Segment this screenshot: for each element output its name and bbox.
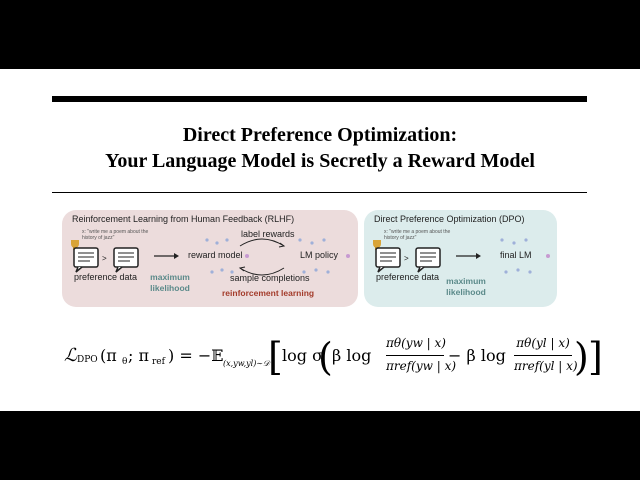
rlhf-preference-data-label: preference data: [74, 272, 138, 282]
final-lm-network-icon: [500, 238, 550, 274]
fraction-1-denominator: πref(yw | x): [386, 359, 457, 373]
dpo-panel: Direct Preference Optimization (DPO) x: …: [364, 210, 557, 307]
right-bracket: ]: [588, 335, 603, 379]
loss-symbol: ℒ: [64, 345, 77, 366]
lm-policy-network-icon: [298, 238, 350, 274]
final-lm-label: final LM: [500, 250, 532, 260]
label-rewards-arrow-icon: [239, 238, 285, 247]
fraction-1-bar: [386, 355, 444, 356]
slide: Direct Preference Optimization: Your Lan…: [0, 69, 640, 411]
paper-title-line-2: Your Language Model is Secretly a Reward…: [105, 150, 535, 172]
top-rule: [52, 96, 587, 102]
rlhf-panel: Reinforcement Learning from Human Feedba…: [62, 210, 358, 307]
expectation-subscript: (x,yw,yl)∼𝒟: [223, 359, 270, 368]
ref-subscript: ref: [152, 357, 165, 367]
dpo-heading: Direct Preference Optimization (DPO): [374, 214, 525, 224]
chat-bubble-dispreferred-icon: [113, 247, 139, 273]
svg-text:>: >: [404, 254, 409, 263]
reward-model-label: reward model: [188, 250, 243, 260]
dpo-loss-formula: ℒ DPO (π θ ; π ref ) = −𝔼 (x,yw,yl)∼𝒟 [ …: [64, 335, 604, 385]
fraction-2-bar: [514, 355, 572, 356]
left-paren: (: [318, 335, 333, 379]
chat-bubble-preferred-icon: [375, 247, 401, 273]
fraction-2-denominator: πref(yl | x): [514, 359, 578, 373]
rlhf-diagram: >: [71, 238, 350, 276]
fraction-1-numerator: πθ(yw | x): [386, 336, 446, 350]
left-bracket: [: [268, 335, 283, 379]
beta-log-2: − β log: [448, 346, 506, 365]
reward-model-network-icon: [205, 238, 249, 274]
paper-title-line-1: Direct Preference Optimization:: [182, 124, 458, 146]
dpo-prompt-text: x: "write me a poem about the history of…: [384, 229, 451, 241]
beta-log-1: β log: [332, 346, 372, 365]
dpo-preference-data-label: preference data: [376, 272, 440, 282]
dpo-diagram: >: [373, 238, 550, 274]
rlhf-maximum-likelihood-label: maximum likelihood: [150, 272, 190, 293]
loss-subscript: DPO: [77, 355, 98, 365]
log-sigma: log σ: [282, 346, 323, 365]
dpo-maximum-likelihood-label: maximum likelihood: [446, 276, 486, 297]
label-rewards-label: label rewards: [241, 229, 295, 239]
chat-bubble-preferred-icon: [73, 247, 99, 273]
rlhf-prompt-text: x: "write me a poem about the history of…: [82, 229, 149, 241]
divider: [52, 192, 587, 193]
separator: ; π: [128, 346, 149, 365]
svg-text:>: >: [102, 254, 107, 263]
loss-args: (π: [100, 346, 117, 365]
expectation: ) = −𝔼: [168, 346, 224, 365]
sample-completions-label: sample completions: [230, 273, 310, 283]
theta-subscript: θ: [122, 357, 128, 367]
rlhf-heading: Reinforcement Learning from Human Feedba…: [72, 214, 295, 224]
reinforcement-learning-label: reinforcement learning: [222, 288, 315, 298]
right-paren: ): [574, 335, 589, 379]
lm-policy-label: LM policy: [300, 250, 339, 260]
fraction-2-numerator: πθ(yl | x): [516, 336, 570, 350]
chat-bubble-dispreferred-icon: [415, 247, 441, 273]
sample-completions-arrow-icon: [239, 267, 285, 276]
